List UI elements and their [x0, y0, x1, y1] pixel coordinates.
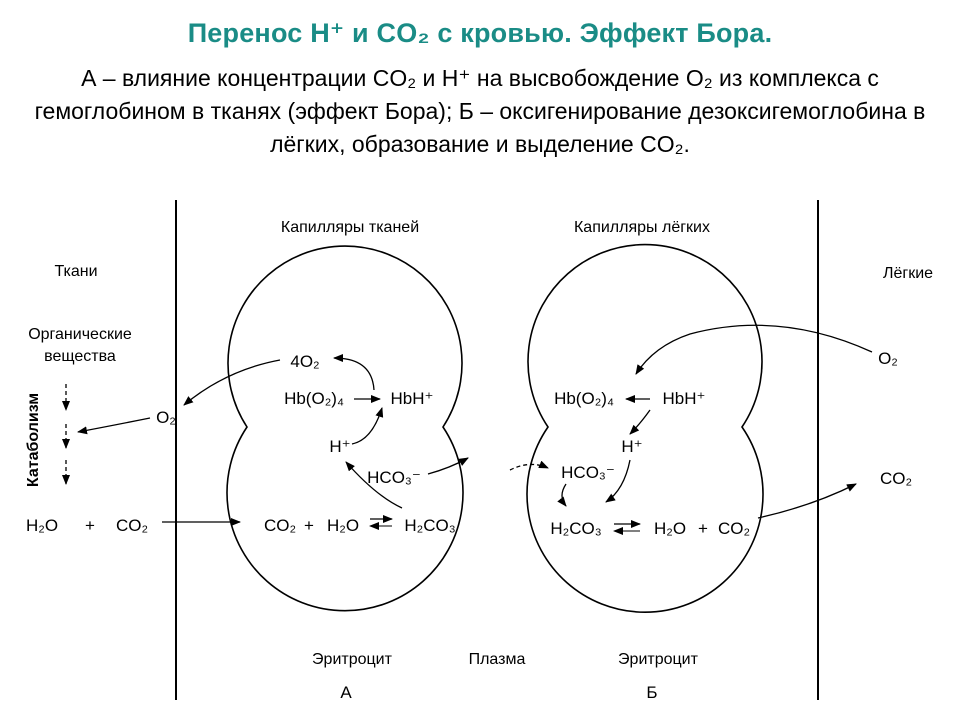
a-o2-to-plasma-arrow — [183, 359, 281, 406]
lungs-label: Лёгкие — [883, 265, 933, 282]
organic-substances-label-2: вещества — [44, 348, 116, 365]
tissue-capillaries-label: Капилляры тканей — [281, 219, 419, 236]
a-release-o2-arrow — [333, 354, 375, 391]
b-bicarbonate-to-carbonic-acid-arrow — [557, 483, 567, 507]
a-carbonic-acid-dissociation-arrow — [345, 461, 403, 509]
a-erythrocyte-caption: Эритроцит — [312, 651, 393, 668]
b-panel-letter: Б — [646, 683, 657, 702]
a-h-to-hbh-arrow — [351, 407, 384, 445]
a-carbonic-acid-label: H₂CO₃ — [404, 516, 455, 535]
b-h-ion-label: H⁺ — [621, 437, 642, 456]
b-bicarbonate-label: HCO₃⁻ — [561, 463, 615, 482]
a-plus-label: + — [304, 516, 314, 535]
b-erythrocyte-caption: Эритроцит — [618, 651, 699, 668]
b-hbh-label: HbH⁺ — [663, 389, 706, 408]
b-co2-label: CO₂ — [718, 519, 750, 538]
tissues-label: Ткани — [54, 263, 97, 280]
plasma-label: Плазма — [469, 651, 526, 668]
a-hbh-label: HbH⁺ — [391, 389, 434, 408]
tissue-plus-label: + — [85, 516, 95, 535]
a-panel-letter: А — [340, 683, 352, 702]
a-bicarbonate-label: HCO₃⁻ — [367, 468, 421, 487]
b-carbonic-acid-label: H₂CO₃ — [550, 519, 601, 538]
lungs-o2-label: O₂ — [878, 349, 898, 368]
lungs-co2-label: CO₂ — [880, 469, 912, 488]
b-o2-uptake-arrow — [635, 324, 873, 375]
a-4o2-label: 4O₂ — [290, 352, 319, 371]
b-plus-label: + — [698, 519, 708, 538]
erythrocyte-a-outline — [226, 245, 464, 612]
o2-to-tissue-arrow — [77, 417, 151, 435]
erythrocyte-b-outline — [526, 243, 764, 613]
a-oxyhemoglobin-label: Hb(O₂)₄ — [284, 389, 344, 408]
catabolism-label: Катаболизм — [25, 393, 42, 487]
page-title: Перенос H⁺ и CO₂ с кровью. Эффект Бора. — [187, 18, 773, 48]
b-h2o-label: H₂O — [654, 519, 686, 538]
a-h2o-label: H₂O — [327, 516, 359, 535]
tissue-h2o-label: H₂O — [26, 516, 58, 535]
a-h-ion-label: H⁺ — [329, 437, 350, 456]
tissue-co2-label: CO₂ — [116, 516, 148, 535]
lung-capillaries-label: Капилляры лёгких — [574, 219, 710, 236]
tissue-o2-label: O₂ — [156, 408, 176, 427]
b-co2-exhale-arrow — [757, 483, 857, 519]
b-h-release-arrow — [629, 409, 651, 435]
page-subtitle: А – влияние концентрации CO₂ и H⁺ на выс… — [34, 65, 926, 157]
a-bicarbonate-out-arrow — [427, 457, 469, 475]
a-co2-label: CO₂ — [264, 516, 296, 535]
plasma-bicarbonate-arrow — [509, 460, 549, 471]
b-h-to-carbonic-acid-arrow — [605, 459, 631, 503]
b-oxyhemoglobin-label: Hb(O₂)₄ — [554, 389, 614, 408]
organic-substances-label-1: Органические — [28, 326, 132, 343]
